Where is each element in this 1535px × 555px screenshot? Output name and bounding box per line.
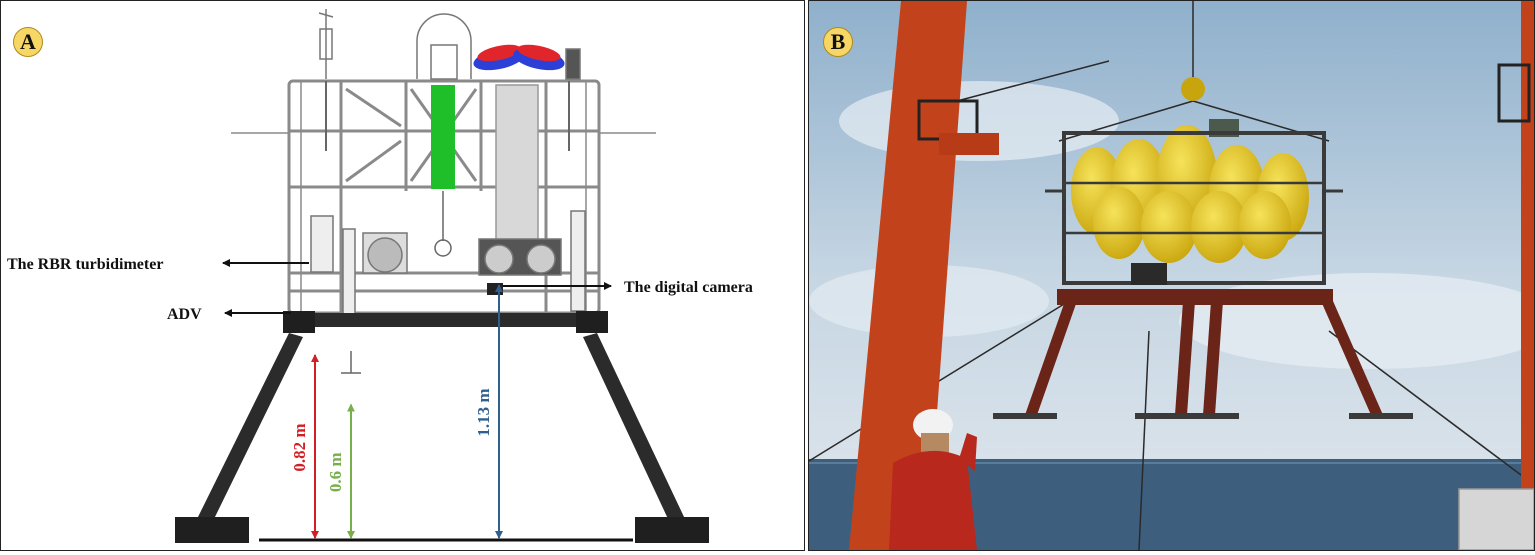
height-label-2: 1.13 m bbox=[474, 388, 493, 436]
pressure-tube bbox=[495, 84, 539, 258]
lift-hook bbox=[1181, 77, 1205, 101]
label-adv: ADV bbox=[167, 306, 202, 323]
deck-equipment bbox=[1458, 488, 1534, 550]
base-legs bbox=[175, 311, 709, 543]
lander-frame bbox=[1045, 131, 1343, 285]
panel-a-drawing: A bbox=[0, 0, 805, 551]
float-pair bbox=[473, 44, 565, 71]
right-bracket bbox=[1497, 63, 1531, 123]
height-label-0: 0.82 m bbox=[290, 423, 309, 471]
label-rbr-turbidimeter: The RBR turbidimeter bbox=[7, 256, 163, 273]
digital-camera bbox=[487, 283, 503, 295]
label-digital-camera: The digital camera bbox=[624, 279, 753, 296]
instrument-housing bbox=[1131, 263, 1167, 285]
adv-probe bbox=[341, 351, 361, 374]
height-dimensions: 0.82 m 0.6 m 1.13 m bbox=[290, 284, 503, 539]
right-mast bbox=[1521, 1, 1534, 550]
lander bbox=[993, 119, 1413, 419]
buoyancy-floats bbox=[1071, 119, 1309, 263]
crew-worker bbox=[889, 409, 977, 550]
lander-legs bbox=[1025, 301, 1383, 415]
lander-feet bbox=[993, 413, 1413, 419]
top-instruments bbox=[318, 9, 581, 80]
height-label-1: 0.6 m bbox=[326, 452, 345, 492]
crane-arm bbox=[939, 133, 999, 155]
deployment-photo bbox=[809, 1, 1534, 550]
panel-b-photo: B bbox=[808, 0, 1535, 551]
panel-b-badge: B bbox=[823, 27, 853, 57]
central-rod bbox=[434, 191, 452, 257]
lander-base bbox=[1057, 289, 1333, 305]
green-instrument bbox=[431, 85, 455, 189]
lander-drawing: The RBR turbidimeter The digital camera … bbox=[7, 9, 753, 543]
panel-a-badge: A bbox=[13, 27, 43, 57]
lower-instruments bbox=[310, 210, 586, 318]
